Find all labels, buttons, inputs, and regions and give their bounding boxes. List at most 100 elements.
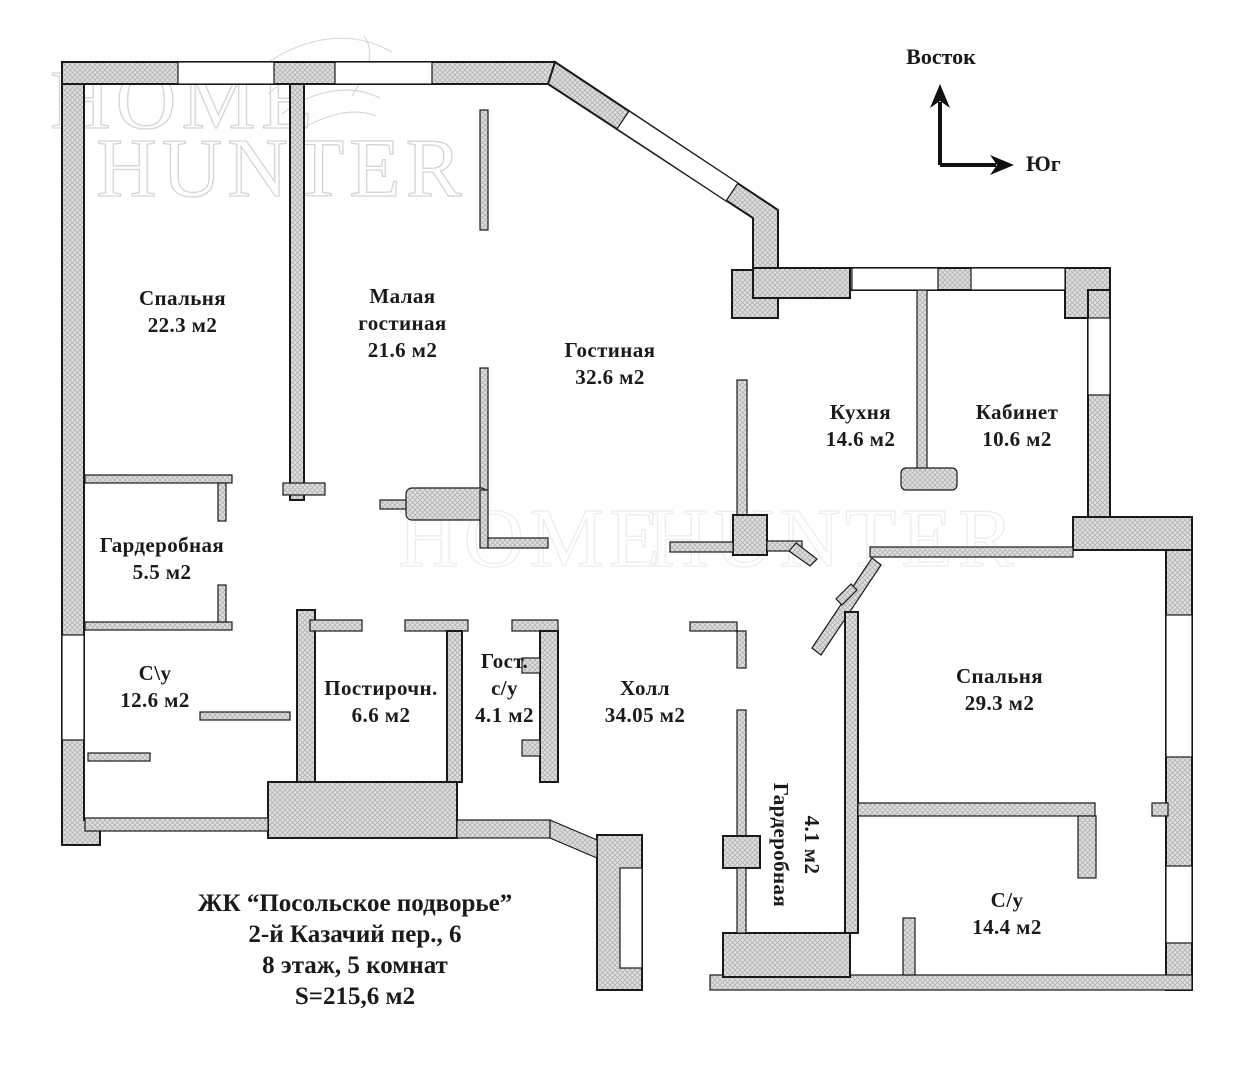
room-name: Малая — [369, 284, 436, 308]
wall-segment — [722, 835, 761, 869]
wall-segment — [84, 474, 233, 484]
window-opening — [61, 634, 85, 741]
room-area: 32.6 м2 — [575, 365, 645, 389]
window-opening — [1087, 317, 1111, 396]
room-area: 12.6 м2 — [120, 688, 190, 712]
wall-segment — [766, 540, 803, 552]
wall-segment — [736, 630, 747, 669]
room-area: 29.3 м2 — [964, 691, 1035, 715]
room-area: 14.4 м2 — [972, 915, 1042, 939]
wall-segment — [1077, 815, 1097, 879]
wall-segment — [539, 630, 559, 783]
room-label-small-living: Малая гостиная 21.6 м2 — [325, 283, 480, 364]
compass-label-east: Восток — [906, 44, 976, 69]
room-name: с/у — [491, 676, 518, 700]
room-label-study: Кабинет 10.6 м2 — [942, 399, 1092, 453]
room-name: Холл — [620, 676, 670, 700]
wall-segment — [835, 583, 858, 606]
watermark-word-hunter: HUNTER — [96, 122, 467, 215]
wall-segment — [722, 932, 851, 978]
wall-segment — [217, 482, 227, 522]
room-label-guest-wc: Гост. с/у 4.1 м2 — [462, 648, 547, 729]
wall-segment — [736, 867, 747, 934]
room-label-wardrobe-1: Гардеробная 5.5 м2 — [72, 532, 252, 586]
room-name: гостиная — [358, 311, 447, 335]
window-opening — [177, 61, 275, 85]
room-label-wardrobe-2: 4.1 м2 Гардеробная — [763, 750, 827, 940]
wall-segment — [788, 542, 818, 567]
radiator-symbol — [900, 467, 958, 491]
window-opening — [619, 867, 643, 969]
wall-segment — [446, 630, 463, 783]
room-area: 21.6 м2 — [367, 338, 438, 362]
wall-segment — [736, 709, 747, 837]
wall-segment — [521, 657, 541, 674]
wall-segment — [456, 819, 551, 839]
wall-segment — [869, 546, 1074, 558]
compass-arrowhead-right — [990, 155, 1014, 175]
room-name: Спальня — [138, 286, 227, 310]
compass-label-south: Юг — [1026, 151, 1061, 176]
watermark-ghost-hunter: HUNTER — [648, 492, 1019, 585]
floor-rooms: 8 этаж, 5 комнат — [262, 952, 448, 979]
room-area: 22.3 м2 — [147, 313, 218, 337]
wall-segment — [1151, 802, 1169, 817]
wall-segment — [669, 541, 734, 553]
address: 2-й Казачий пер., 6 — [248, 921, 462, 948]
wall-segment — [902, 917, 916, 976]
windows — [61, 61, 1193, 969]
wall-segment — [736, 379, 748, 516]
wall-segment — [84, 817, 269, 832]
wall-segment — [689, 621, 738, 632]
wall-segment — [479, 489, 489, 549]
window-opening — [851, 267, 939, 291]
room-label-bathroom-2: С/у 14.4 м2 — [922, 887, 1092, 941]
wall-segment — [811, 557, 882, 656]
wall-segment — [296, 609, 316, 783]
wall-segment — [857, 802, 1096, 817]
room-label-laundry: Постирочн. 6.6 м2 — [302, 675, 460, 729]
wall-segment — [282, 482, 326, 496]
wall-segment — [546, 60, 779, 271]
window-opening — [616, 110, 739, 202]
window-opening — [334, 61, 433, 85]
complex-name: ЖК “Посольское подворье” — [197, 890, 513, 917]
room-area: 14.6 м2 — [825, 427, 896, 451]
wall-segment — [752, 267, 851, 299]
interior-walls — [84, 83, 1097, 976]
room-name: Кухня — [829, 400, 892, 424]
wall-segment — [309, 619, 363, 632]
wall-segment — [709, 974, 1193, 991]
room-name: Гардеробная — [99, 533, 225, 557]
radiator-symbol — [405, 487, 488, 521]
room-name: Гостиная — [564, 338, 656, 362]
wall-segment — [199, 711, 291, 721]
wall-segment — [511, 619, 559, 632]
wall-segment — [87, 752, 151, 762]
wall-segment — [479, 367, 489, 491]
wall-segment — [404, 619, 469, 632]
room-area: 5.5 м2 — [132, 560, 192, 584]
room-name: Кабинет — [975, 400, 1059, 424]
room-label-hall: Холл 34.05 м2 — [565, 675, 725, 729]
wall-segment — [289, 83, 305, 501]
room-area: 10.6 м2 — [982, 427, 1052, 451]
wall-segment — [521, 739, 541, 757]
room-area: 6.6 м2 — [351, 703, 411, 727]
room-area: 4.1 м2 — [800, 815, 824, 875]
room-label-living: Гостиная 32.6 м2 — [525, 337, 695, 391]
room-label-bathroom-1: С\у 12.6 м2 — [75, 660, 235, 714]
window-opening — [1165, 865, 1193, 944]
room-label-bedroom-2: Спальня 29.3 м2 — [912, 663, 1087, 717]
wall-segment — [1072, 516, 1193, 551]
room-name: С/у — [990, 888, 1024, 912]
wall-segment — [84, 621, 233, 631]
window-opening — [1165, 614, 1193, 758]
wall-segment — [549, 819, 598, 859]
wall-segment — [217, 584, 227, 623]
wall-segment — [61, 61, 556, 85]
total-area: S=215,6 м2 — [294, 983, 416, 1010]
room-area: 34.05 м2 — [604, 703, 686, 727]
